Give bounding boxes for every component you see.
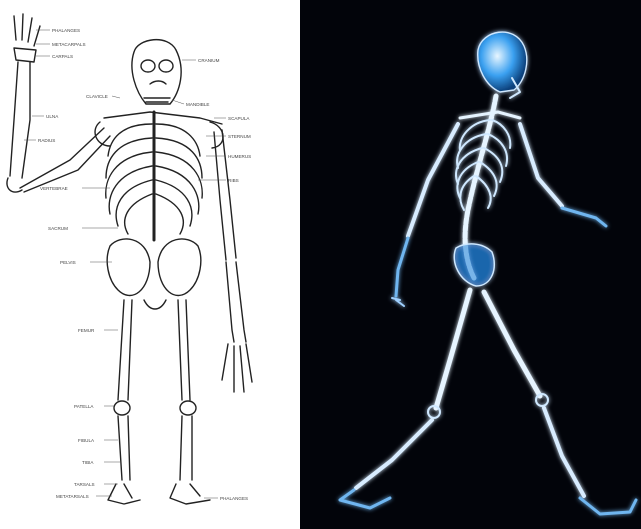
label-carpals: CARPALS <box>52 54 73 59</box>
label-sternum: STERNUM <box>228 134 251 139</box>
label-femur: FEMUR <box>78 328 95 333</box>
label-ulna: ULNA <box>46 114 59 119</box>
label-ribs: RIBS <box>228 178 239 183</box>
label-pelvis: PELVIS <box>60 260 76 265</box>
label-cranium: CRANIUM <box>198 58 220 63</box>
label-phalanges-hand: PHALANGES <box>52 28 80 33</box>
label-radius: RADIUS <box>38 138 55 143</box>
label-humerus: HUMERUS <box>228 154 251 159</box>
label-metacarpals: METACARPALS <box>52 42 86 47</box>
label-tibia: TIBIA <box>82 460 94 465</box>
gorilla-skeleton-panel: PHALANGES METACARPALS CARPALS ULNA RADIU… <box>0 0 296 529</box>
label-clavicle: CLAVICLE <box>86 94 108 99</box>
label-mandible: MANDIBLE <box>186 102 210 107</box>
label-patella: PATELLA <box>74 404 94 409</box>
label-tarsals: TARSALS <box>74 482 95 487</box>
label-scapula: SCAPULA <box>228 116 250 121</box>
label-fibula: FIBULA <box>78 438 95 443</box>
walking-human-xray-skeleton-icon <box>300 0 641 529</box>
label-vertebrae: VERTEBRAE <box>40 186 68 191</box>
human-xray-skeleton-panel <box>300 0 641 529</box>
label-metatarsals: METATARSALS <box>56 494 89 499</box>
label-sacrum: SACRUM <box>48 226 68 231</box>
label-phalanges-foot: PHALANGES <box>220 496 248 501</box>
gorilla-skeleton-illustration-icon: PHALANGES METACARPALS CARPALS ULNA RADIU… <box>0 0 296 529</box>
